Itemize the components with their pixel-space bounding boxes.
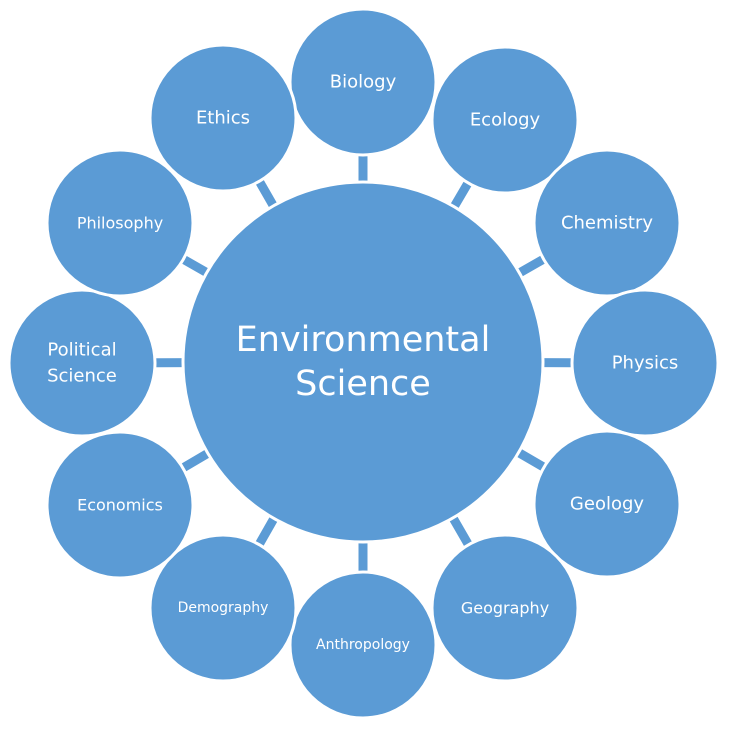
node-chemistry-label: Chemistry [561,213,653,234]
node-circle-geology [532,429,682,579]
node-philosophy-label: Philosophy [77,214,163,233]
node-anthropology: Anthropology [288,570,438,720]
node-political-science-label-line-1: Political [47,340,116,361]
node-circle-biology [288,7,438,157]
node-economics: Economics [45,430,195,580]
node-circle-physics [570,288,720,438]
center-label-line-1: Environmental [236,320,491,360]
node-demography: Demography [148,533,298,683]
node-biology-label: Biology [330,72,397,93]
node-geology: Geology [532,429,682,579]
node-ethics-label: Ethics [196,108,250,129]
node-circle-ecology [430,45,580,195]
node-ecology-label: Ecology [470,110,541,131]
node-geography: Geography [430,533,580,683]
node-circle-anthropology [288,570,438,720]
node-circle-philosophy [45,148,195,298]
node-geography-label: Geography [461,599,549,618]
node-biology: Biology [288,7,438,157]
nodes: BiologyEcologyChemistryPhysicsGeologyGeo… [7,7,720,720]
node-physics-label: Physics [612,353,679,374]
node-physics: Physics [570,288,720,438]
node-demography-label: Demography [178,600,269,616]
node-circle-chemistry [532,148,682,298]
node-circle-economics [45,430,195,580]
node-circle-ethics [148,43,298,193]
center-circle [181,180,545,544]
node-ecology: Ecology [430,45,580,195]
node-philosophy: Philosophy [45,148,195,298]
center-label-line-2: Science [295,364,431,404]
node-political-science-label-line-2: Science [47,366,117,387]
node-economics-label: Economics [77,496,163,515]
node-anthropology-label: Anthropology [316,637,410,653]
node-circle-geography [430,533,580,683]
node-chemistry: Chemistry [532,148,682,298]
node-geology-label: Geology [570,494,644,515]
node-ethics: Ethics [148,43,298,193]
node-circle-demography [148,533,298,683]
node-circle-political-science [7,288,157,438]
